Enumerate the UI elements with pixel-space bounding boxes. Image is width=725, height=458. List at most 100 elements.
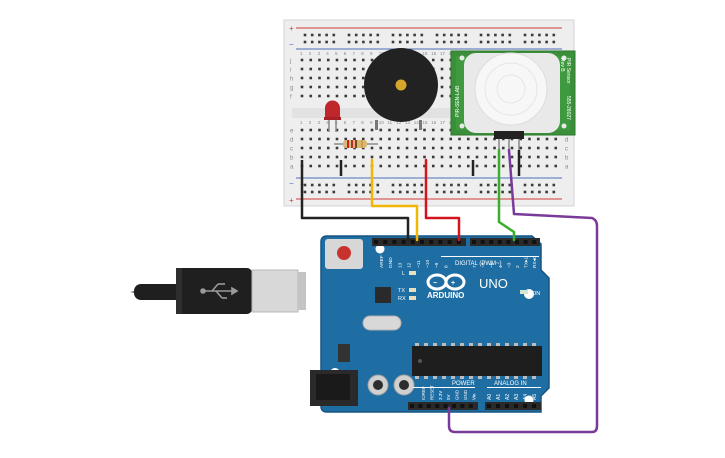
breadboard-hole[interactable] (545, 137, 549, 141)
rail-hole[interactable] (354, 40, 358, 44)
breadboard-hole[interactable] (554, 146, 558, 150)
breadboard-hole[interactable] (475, 137, 479, 141)
breadboard-hole[interactable] (361, 85, 365, 89)
breadboard-hole[interactable] (370, 58, 374, 62)
breadboard-hole[interactable] (449, 146, 453, 150)
rail-hole[interactable] (406, 40, 409, 44)
breadboard-hole[interactable] (335, 137, 339, 141)
breadboard-hole[interactable] (344, 94, 348, 98)
breadboard-hole[interactable] (361, 94, 365, 98)
rail-hole[interactable] (435, 183, 439, 187)
rail-hole[interactable] (303, 33, 307, 37)
breadboard-hole[interactable] (335, 128, 339, 132)
rail-hole[interactable] (457, 33, 460, 37)
breadboard-hole[interactable] (388, 137, 391, 141)
breadboard-hole[interactable] (309, 85, 313, 89)
breadboard-hole[interactable] (379, 137, 383, 141)
breadboard-hole[interactable] (344, 85, 348, 89)
breadboard-hole[interactable] (335, 146, 339, 150)
breadboard-hole[interactable] (326, 67, 330, 71)
header-pin[interactable] (374, 240, 378, 244)
rail-hole[interactable] (508, 183, 512, 187)
breadboard-hole[interactable] (493, 164, 496, 168)
breadboard-hole[interactable] (361, 137, 365, 141)
header-pin[interactable] (456, 240, 461, 244)
breadboard-hole[interactable] (344, 76, 348, 80)
breadboard-hole[interactable] (440, 137, 444, 141)
breadboard-hole[interactable] (344, 137, 348, 141)
breadboard-hole[interactable] (361, 67, 365, 71)
header-pin[interactable] (468, 404, 473, 408)
rail-hole[interactable] (494, 33, 497, 37)
breadboard-hole[interactable] (458, 155, 461, 159)
breadboard-hole[interactable] (300, 155, 304, 159)
breadboard-hole[interactable] (353, 85, 356, 89)
breadboard-hole[interactable] (423, 146, 426, 150)
rail-hole[interactable] (530, 190, 534, 194)
header-pin[interactable] (515, 240, 519, 244)
breadboard-hole[interactable] (300, 94, 304, 98)
header-pin[interactable] (438, 240, 443, 244)
breadboard-hole[interactable] (344, 155, 348, 159)
breadboard-hole[interactable] (344, 146, 348, 150)
rail-hole[interactable] (457, 190, 460, 194)
reset-button[interactable] (337, 246, 351, 260)
breadboard-hole[interactable] (501, 146, 505, 150)
breadboard-hole[interactable] (370, 146, 374, 150)
breadboard-hole[interactable] (449, 137, 453, 141)
wires[interactable] (300, 148, 599, 434)
rail-hole[interactable] (362, 190, 365, 194)
rail-hole[interactable] (486, 183, 490, 187)
rail-hole[interactable] (420, 183, 424, 187)
breadboard-hole[interactable] (318, 137, 321, 141)
breadboard-hole[interactable] (528, 146, 531, 150)
rail-hole[interactable] (545, 190, 548, 194)
breadboard-hole[interactable] (528, 137, 531, 141)
header-pin[interactable] (460, 404, 465, 408)
rail-hole[interactable] (501, 183, 504, 187)
breadboard-hole[interactable] (519, 164, 523, 168)
header-pins[interactable] (374, 240, 537, 408)
breadboard-hole[interactable] (414, 155, 418, 159)
rail-hole[interactable] (501, 40, 504, 44)
breadboard-hole[interactable] (536, 137, 540, 141)
breadboard-hole[interactable] (388, 146, 391, 150)
rail-hole[interactable] (486, 190, 490, 194)
breadboard-hole[interactable] (536, 155, 540, 159)
rail-hole[interactable] (450, 33, 453, 37)
rail-hole[interactable] (538, 190, 541, 194)
breadboard-hole[interactable] (440, 164, 444, 168)
breadboard-hole[interactable] (405, 146, 409, 150)
rail-hole[interactable] (530, 33, 534, 37)
rail-hole[interactable] (530, 40, 534, 44)
header-pin[interactable] (420, 240, 424, 244)
rail-hole[interactable] (369, 33, 372, 37)
breadboard-hole[interactable] (353, 58, 356, 62)
breadboard-hole[interactable] (300, 85, 304, 89)
rail-hole[interactable] (545, 183, 548, 187)
breadboard-hole[interactable] (431, 128, 435, 132)
header-pin[interactable] (480, 240, 485, 244)
rail-hole[interactable] (398, 40, 402, 44)
rail-hole[interactable] (354, 190, 358, 194)
rail-hole[interactable] (501, 33, 504, 37)
header-pin[interactable] (383, 240, 388, 244)
rail-hole[interactable] (508, 33, 512, 37)
rail-hole[interactable] (457, 183, 460, 187)
breadboard-hole[interactable] (423, 128, 426, 132)
breadboard-hole[interactable] (405, 164, 409, 168)
breadboard-hole[interactable] (318, 85, 321, 89)
breadboard-hole[interactable] (370, 155, 374, 159)
header-pin[interactable] (447, 240, 452, 244)
breadboard-hole[interactable] (335, 155, 339, 159)
breadboard-hole[interactable] (554, 155, 558, 159)
breadboard-hole[interactable] (326, 58, 330, 62)
rail-hole[interactable] (479, 33, 483, 37)
rail-hole[interactable] (325, 183, 328, 187)
breadboard-hole[interactable] (361, 128, 365, 132)
breadboard-hole[interactable] (528, 164, 531, 168)
breadboard-hole[interactable] (309, 76, 313, 80)
header-pin[interactable] (443, 404, 448, 408)
breadboard-hole[interactable] (326, 146, 330, 150)
